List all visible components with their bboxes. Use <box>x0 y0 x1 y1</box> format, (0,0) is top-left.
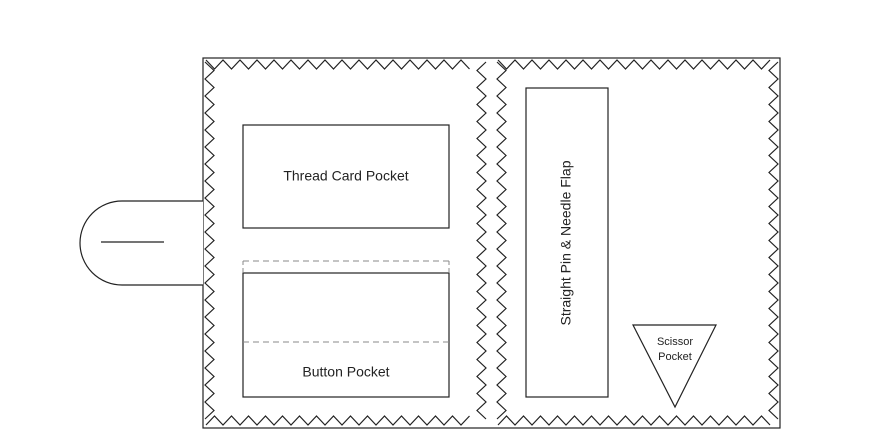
pin-needle-flap <box>525 87 609 398</box>
thread-card-pocket-label: Thread Card Pocket <box>283 168 408 184</box>
zigzag-left-bottom <box>205 415 470 426</box>
thread-card-pocket <box>242 124 450 229</box>
zigzag-right-top <box>497 59 771 70</box>
zigzag-right-center <box>496 61 507 420</box>
closure-tab <box>79 200 203 286</box>
button-pocket <box>242 272 450 398</box>
zigzag-right-bottom <box>497 415 771 426</box>
zigzag-left-top <box>205 59 470 70</box>
zigzag-right-outer <box>768 61 779 420</box>
scissor-pocket-label-line1: Scissor <box>657 336 693 348</box>
zigzag-left-outer <box>204 61 215 420</box>
zigzag-left-center <box>476 61 487 420</box>
pin-needle-flap-label: Straight Pin & Needle Flap <box>558 160 574 325</box>
case-outer-border <box>202 57 781 429</box>
button-pocket-label: Button Pocket <box>302 364 389 380</box>
pinked-seam-edges <box>204 59 779 426</box>
scissor-pocket-label-line2: Pocket <box>658 351 692 363</box>
scissor-pocket <box>632 324 717 409</box>
